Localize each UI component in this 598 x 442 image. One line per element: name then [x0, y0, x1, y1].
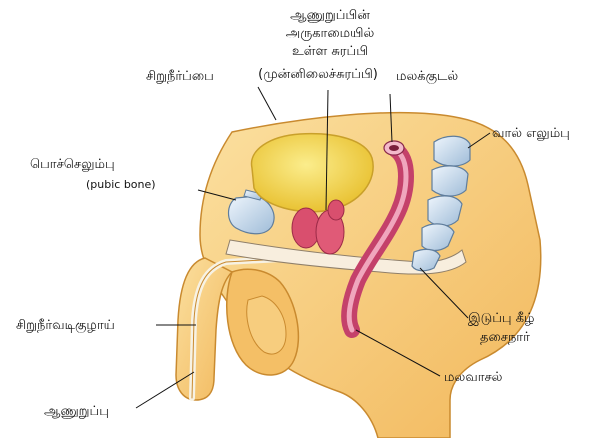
label-pelvic-floor-line2: தசைநார்: [480, 330, 530, 346]
label-prostate-line2: அருகாமையில்: [286, 26, 375, 42]
label-prostate-line4: (முன்னிலைச்சுரப்பி): [258, 67, 378, 83]
label-pubic-bone: பொச்செலும்பு: [30, 157, 115, 173]
label-pubic-bone-en: (pubic bone): [86, 177, 156, 193]
label-rectum: மலக்குடல்: [396, 69, 458, 85]
label-penis: ஆணுறுப்பு: [44, 404, 109, 420]
label-urethra: சிறுநீர்வடிகுழாய்: [16, 318, 115, 334]
label-tailbone: வால் எலும்பு: [492, 126, 570, 142]
label-pelvic-floor-line1: இடுப்பு கீழ்: [468, 311, 535, 327]
label-prostate-line3: உள்ள சுரப்பி: [292, 44, 368, 60]
label-prostate-line1: ஆணுறுப்பின்: [290, 8, 370, 24]
label-anus: மலவாசல்: [444, 370, 502, 386]
label-bladder: சிறுநீர்ப்பை: [146, 69, 214, 85]
bladder-shape: [252, 134, 374, 212]
seminal-vesicle: [328, 200, 344, 220]
rectum-opening-inner: [389, 145, 399, 151]
leader-bladder: [258, 87, 276, 120]
